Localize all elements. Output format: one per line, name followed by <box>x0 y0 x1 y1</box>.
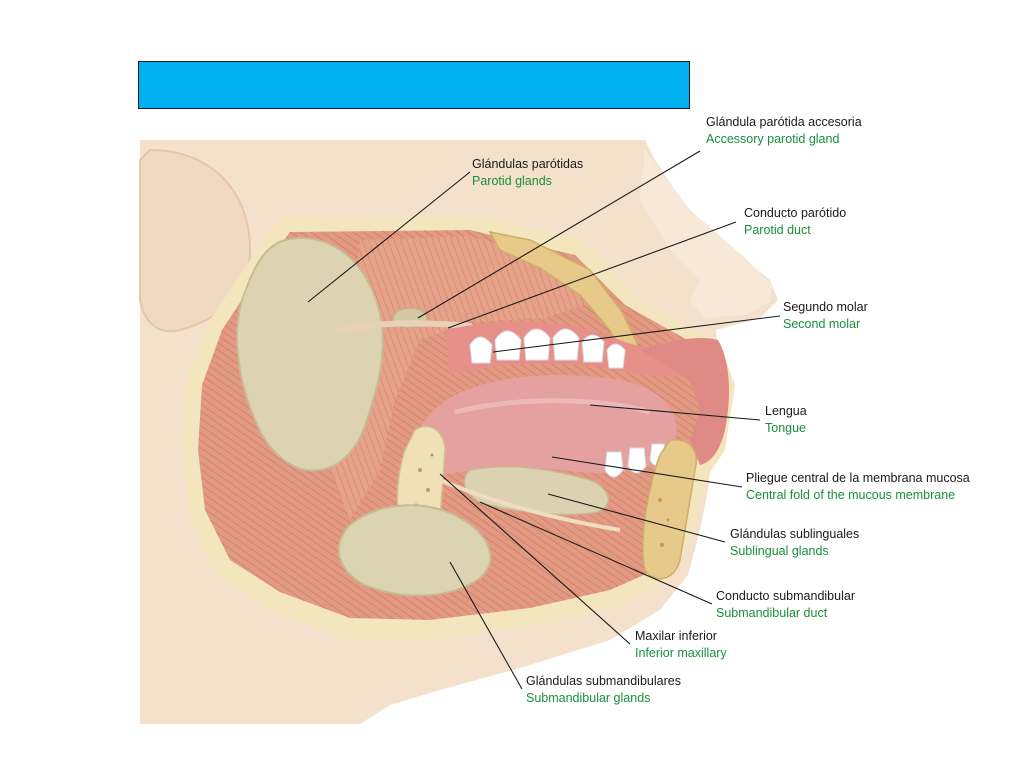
submandibular-gland-shape <box>337 504 492 597</box>
label-es: Maxilar inferior <box>635 629 717 643</box>
label-en: Parotid duct <box>744 223 811 237</box>
label-en: Submandibular duct <box>716 606 828 620</box>
label-en: Parotid glands <box>472 174 552 188</box>
cheek-muscle <box>330 236 600 520</box>
title-bar <box>138 61 690 109</box>
label-parotid-glands: Glándulas parótidas Parotid glands <box>472 156 583 190</box>
label-es: Pliegue central de la membrana mucosa <box>746 471 970 485</box>
label-es: Segundo molar <box>783 300 868 314</box>
label-en: Inferior maxillary <box>635 646 727 660</box>
label-es: Lengua <box>765 404 807 418</box>
label-es: Conducto parótido <box>744 206 847 220</box>
label-en: Submandibular glands <box>526 691 651 705</box>
upper-teeth <box>469 328 626 369</box>
label-second-molar: Segundo molar Second molar <box>783 299 868 333</box>
label-en: Sublingual glands <box>730 544 829 558</box>
label-tongue: Lengua Tongue <box>765 403 807 437</box>
tongue-shape <box>418 375 677 475</box>
leader-lines <box>307 150 781 690</box>
label-es: Glándulas sublinguales <box>730 527 860 541</box>
parotid-duct-shape <box>337 320 473 333</box>
label-inferior-maxillary: Maxilar inferior Inferior maxillary <box>635 628 727 662</box>
label-submandibular-duct: Conducto submandibular Submandibular duc… <box>716 588 855 622</box>
label-parotid-duct: Conducto parótido Parotid duct <box>744 205 846 239</box>
label-en: Second molar <box>783 317 861 331</box>
label-es: Glándulas parótidas <box>472 157 584 171</box>
nose <box>640 150 772 318</box>
label-en: Tongue <box>765 421 807 435</box>
label-es: Glándulas submandibulares <box>526 674 681 688</box>
lips <box>640 338 730 465</box>
label-en: Accessory parotid gland <box>706 132 840 146</box>
submandibular-duct-shape <box>439 478 621 532</box>
label-accessory-parotid: Glándula parótida accesoria Accessory pa… <box>706 114 866 148</box>
label-es: Conducto submandibular <box>716 589 855 603</box>
label-es: Glándula parótida accesoria <box>706 115 862 129</box>
label-central-fold: Pliegue central de la membrana mucosa Ce… <box>746 470 970 504</box>
label-en: Central fold of the mucous membrane <box>746 488 956 502</box>
label-sublingual-glands: Glándulas sublinguales Sublingual glands <box>730 526 859 560</box>
parotid-gland-shape <box>236 237 384 472</box>
label-submandibular-glands: Glándulas submandibulares Submandibular … <box>526 673 681 707</box>
mandible-front <box>642 439 697 580</box>
